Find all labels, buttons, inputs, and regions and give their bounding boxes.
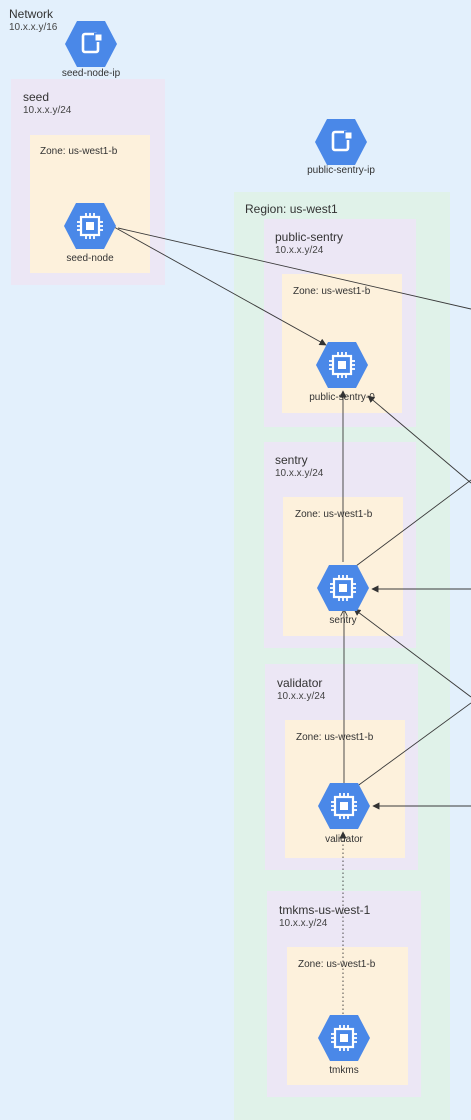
seed-subnet-cidr: 10.x.x.y/24 [23,105,72,116]
validator-vm-icon[interactable] [316,781,372,831]
tmkms-label: tmkms [329,1065,359,1076]
public-sentry-0-vm-icon[interactable] [314,340,370,390]
public-sentry-ip-label: public-sentry-ip [307,165,375,176]
seed-node-ip-icon[interactable] [63,19,119,69]
tmkms-vm-icon[interactable] [316,1013,372,1063]
seed-node-vm-icon[interactable] [62,201,118,251]
public-sentry-subnet-cidr: 10.x.x.y/24 [275,245,324,256]
sentry-subnet-cidr: 10.x.x.y/24 [275,468,324,479]
validator-subnet-cidr: 10.x.x.y/24 [277,691,326,702]
seed-node-label: seed-node [66,253,114,264]
region-title: Region: us-west1 [245,202,338,216]
validator-label: validator [325,834,363,845]
network-cidr: 10.x.x.y/16 [9,22,58,33]
tmkms-subnet-cidr: 10.x.x.y/24 [279,918,328,929]
network-title: Network [9,7,54,21]
public-sentry-zone-label: Zone: us-west1-b [293,286,371,297]
sentry-label: sentry [329,615,357,626]
validator-zone-label: Zone: us-west1-b [296,732,374,743]
seed-node-ip-label: seed-node-ip [61,68,121,79]
seed-zone-label: Zone: us-west1-b [40,146,118,157]
validator-subnet-title: validator [277,676,323,690]
public-sentry-0-label: public-sentry-0 [309,392,375,403]
tmkms-subnet-title: tmkms-us-west-1 [279,903,371,917]
sentry-subnet-title: sentry [275,453,308,467]
sentry-zone-label: Zone: us-west1-b [295,509,373,520]
tmkms-zone-label: Zone: us-west1-b [298,959,376,970]
public-sentry-subnet-title: public-sentry [275,230,344,244]
seed-subnet-title: seed [23,90,50,104]
public-sentry-ip-icon[interactable] [313,117,369,167]
sentry-vm-icon[interactable] [315,563,371,613]
